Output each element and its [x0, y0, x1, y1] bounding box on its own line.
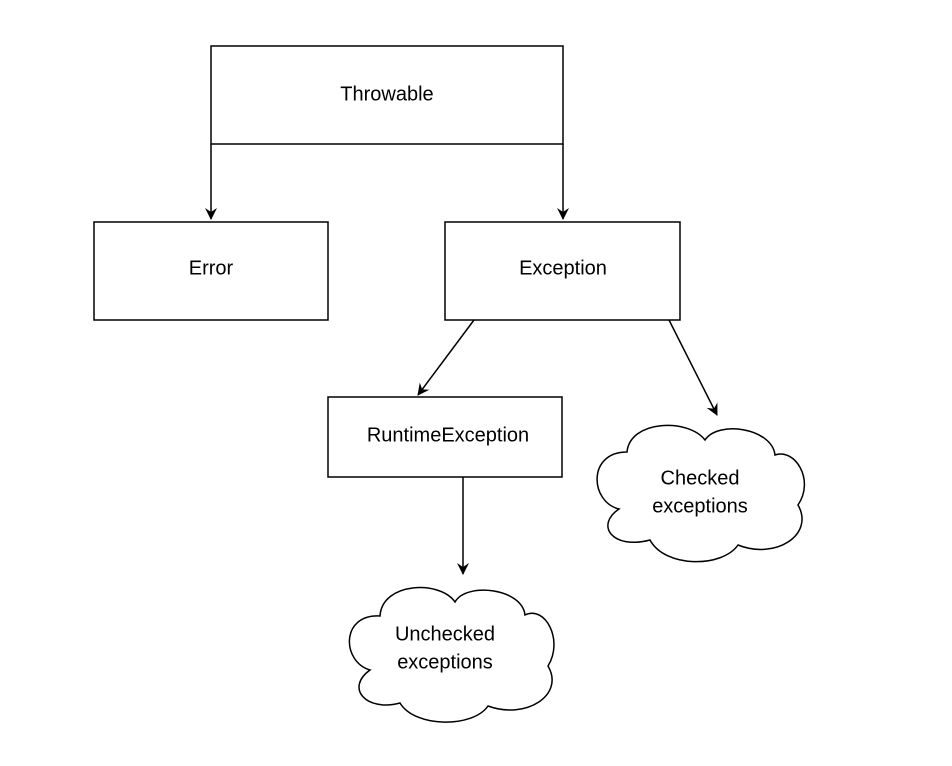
exception-label: Exception	[519, 257, 607, 279]
throwable-box	[210, 45, 564, 145]
node-unchecked-exceptions: Unchecked exceptions	[348, 586, 555, 723]
node-exception: Exception	[444, 221, 681, 321]
unchecked-exceptions-label-line-2: exceptions	[397, 651, 493, 673]
node-runtime-exception: RuntimeException	[327, 396, 563, 478]
node-error: Error	[93, 221, 329, 321]
edge-exception-to-checked-exceptions	[668, 319, 718, 416]
checked-exceptions-cloud	[596, 424, 806, 563]
unchecked-exceptions-cloud	[348, 586, 555, 723]
node-checked-exceptions: Checked exceptions	[596, 424, 806, 563]
runtime-exception-box	[327, 396, 563, 478]
checked-exceptions-label-line-1: Checked	[661, 467, 740, 489]
runtime-exception-label: RuntimeException	[367, 424, 529, 446]
node-throwable: Throwable	[210, 45, 564, 145]
checked-exceptions-label-line-2: exceptions	[652, 495, 748, 517]
edges	[205, 144, 718, 575]
error-label: Error	[189, 257, 234, 279]
throwable-label: Throwable	[340, 83, 433, 105]
exception-box	[444, 221, 681, 321]
error-box	[93, 221, 329, 321]
unchecked-exceptions-label-line-1: Unchecked	[395, 623, 495, 645]
edge-exception-to-runtime-exception	[417, 319, 475, 396]
